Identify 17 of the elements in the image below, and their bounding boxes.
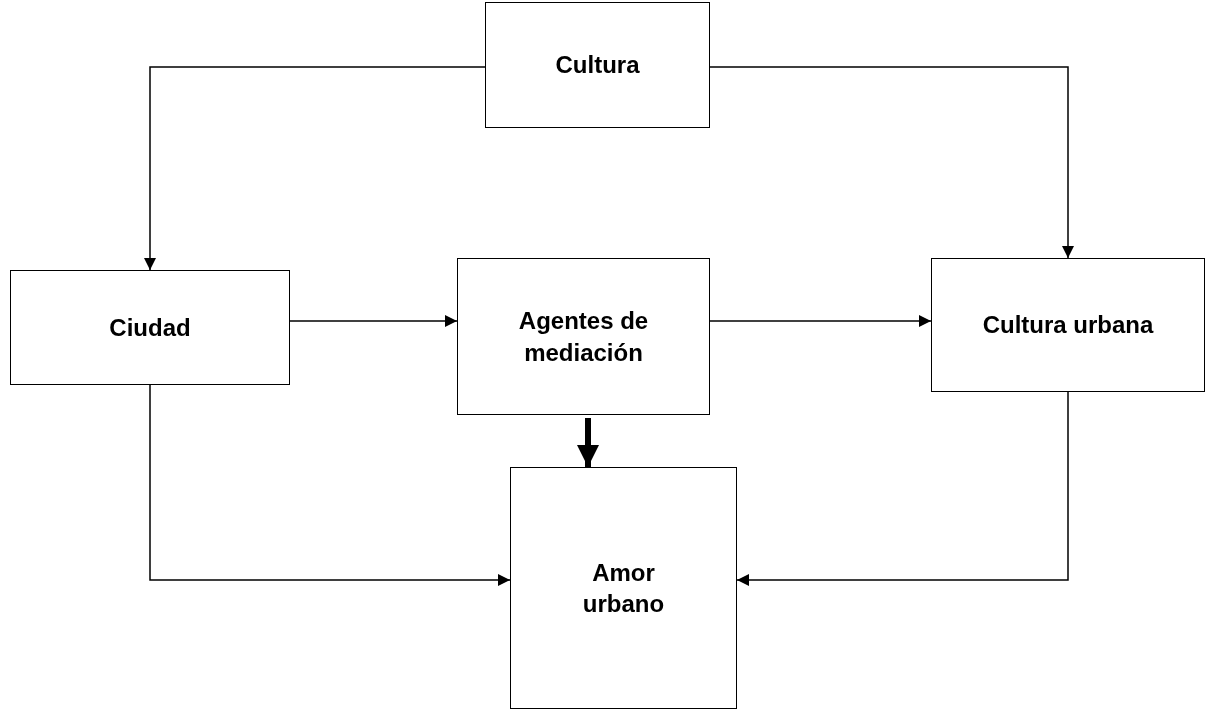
process-box [485,2,710,128]
arrow [144,66,486,271]
node-label: Cultura urbana [982,310,1154,341]
arrow [289,315,458,327]
node-label: Amor urbano [581,557,666,619]
process-box [457,258,710,415]
arrow [577,418,599,467]
process-box [931,258,1205,392]
node-label: Cultura [555,50,640,81]
arrow [709,315,932,327]
arrow [736,391,1069,586]
node-label: Ciudad [109,312,191,343]
arrow [709,66,1074,259]
node-label: Agentes de mediación [517,306,650,368]
process-box [10,270,290,385]
process-box [510,467,737,709]
arrow [149,384,511,586]
